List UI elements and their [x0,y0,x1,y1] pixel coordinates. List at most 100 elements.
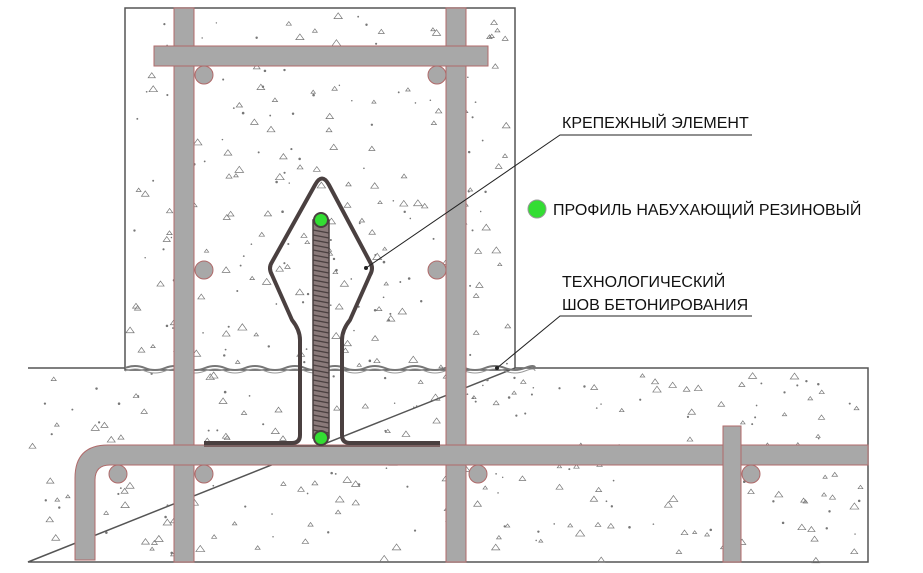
wall-rebar-right [445,7,467,563]
aggregate-speck [849,502,860,510]
aggregate-speck [848,402,851,405]
aggregate-speck [400,173,408,179]
aggregate-speck [430,120,438,125]
aggregate-speck [166,504,169,507]
aggregate-speck [350,480,361,487]
aggregate-speck [316,181,327,189]
aggregate-speck [639,373,646,378]
aggregate-speck [330,471,333,475]
aggregate-speck [329,304,332,306]
aggregate-speck [397,91,400,94]
aggregate-speck [221,330,231,337]
aggregate-speck [331,331,342,339]
slab-rebar-main [74,444,869,561]
aggregate-speck [375,42,378,45]
aggregate-speck [133,229,136,232]
thread-mark [312,354,330,359]
aggregate-speck [831,471,839,477]
aggregate-speck [233,173,239,178]
aggregate-speck [379,554,390,562]
aggregate-speck [495,472,497,475]
thread-mark [312,254,330,259]
aggregate-speck [530,393,533,396]
aggregate-speck [420,300,423,303]
aggregate-speck [469,284,472,287]
aggregate-speck [311,480,319,486]
aggregate-speck [553,523,556,525]
aggregate-speck [223,390,227,394]
thread-mark [312,274,330,279]
leader-fastener [365,134,752,269]
aggregate-speck [271,97,279,102]
aggregate-speck [431,29,442,36]
aggregate-speck [507,396,511,399]
aggregate-speck [291,112,295,115]
aggregate-speck [239,264,242,267]
aggregate-speck [218,397,228,404]
aggregate-speck [279,435,287,441]
aggregate-speck [751,423,754,426]
aggregate-speck [225,173,233,179]
aggregate-speck [329,143,339,150]
aggregate-speck [192,138,203,146]
aggregate-speck [781,521,785,525]
aggregate-speck [747,372,758,379]
aggregate-speck [675,549,683,554]
aggregate-speck [372,252,383,260]
legend-profile-icon [527,199,547,219]
aggregate-speck [331,85,339,91]
aggregate-speck [249,118,259,125]
aggregate-speck [164,515,167,519]
thread-mark [312,319,330,324]
aggregate-speck [54,497,61,502]
aggregate-speck [150,343,156,348]
aggregate-speck [237,323,248,331]
aggregate-speck [432,237,435,240]
aggregate-speck [166,94,169,97]
slab-rebar-vertical [722,425,742,563]
aggregate-speck [148,85,159,93]
aggregate-speck [311,28,318,33]
aggregate-speck [382,296,385,299]
aggregate-speck [558,387,561,390]
thread-mark [312,269,330,274]
aggregate-speck [162,235,171,242]
thread-mark [312,249,330,254]
aggregate-speck [555,483,564,490]
aggregate-speck [332,257,336,261]
aggregate-speck [222,78,225,81]
aggregate-speck [212,484,215,487]
aggregate-speck [383,281,390,286]
aggregate-speck [467,76,469,79]
aggregate-speck [384,429,387,432]
aggregate-speck [373,357,381,364]
thread-mark [312,369,330,374]
aggregate-speck [325,127,333,133]
aggregate-speck [103,510,110,515]
aggregate-speck [65,494,71,499]
aggregate-speck [332,269,339,275]
aggregate-speck [304,239,311,245]
aggregate-speck [253,332,260,337]
aggregate-speck [853,405,860,411]
aggregate-speck [811,556,821,564]
aggregate-speck [145,90,148,93]
aggregate-speck [329,238,332,242]
profile-label: ПРОФИЛЬ НАБУХАЮЩИЙ РЕЗИНОВЫЙ [553,200,861,219]
aggregate-speck [668,494,679,502]
aggregate-speck [334,509,342,515]
aggregate-speck [482,384,484,387]
aggregate-speck [106,435,116,443]
aggregate-speck [325,112,335,119]
aggregate-speck [334,495,345,503]
aggregate-speck [605,500,608,503]
thread-mark [312,424,330,429]
thread-mark [312,394,330,399]
aggregate-speck [513,376,516,380]
threaded-rod [312,219,330,439]
aggregate-speck [203,160,206,163]
aggregate-speck [125,481,135,489]
aggregate-speck [297,486,305,492]
aggregate-speck [147,72,157,79]
aggregate-speck [137,395,140,398]
